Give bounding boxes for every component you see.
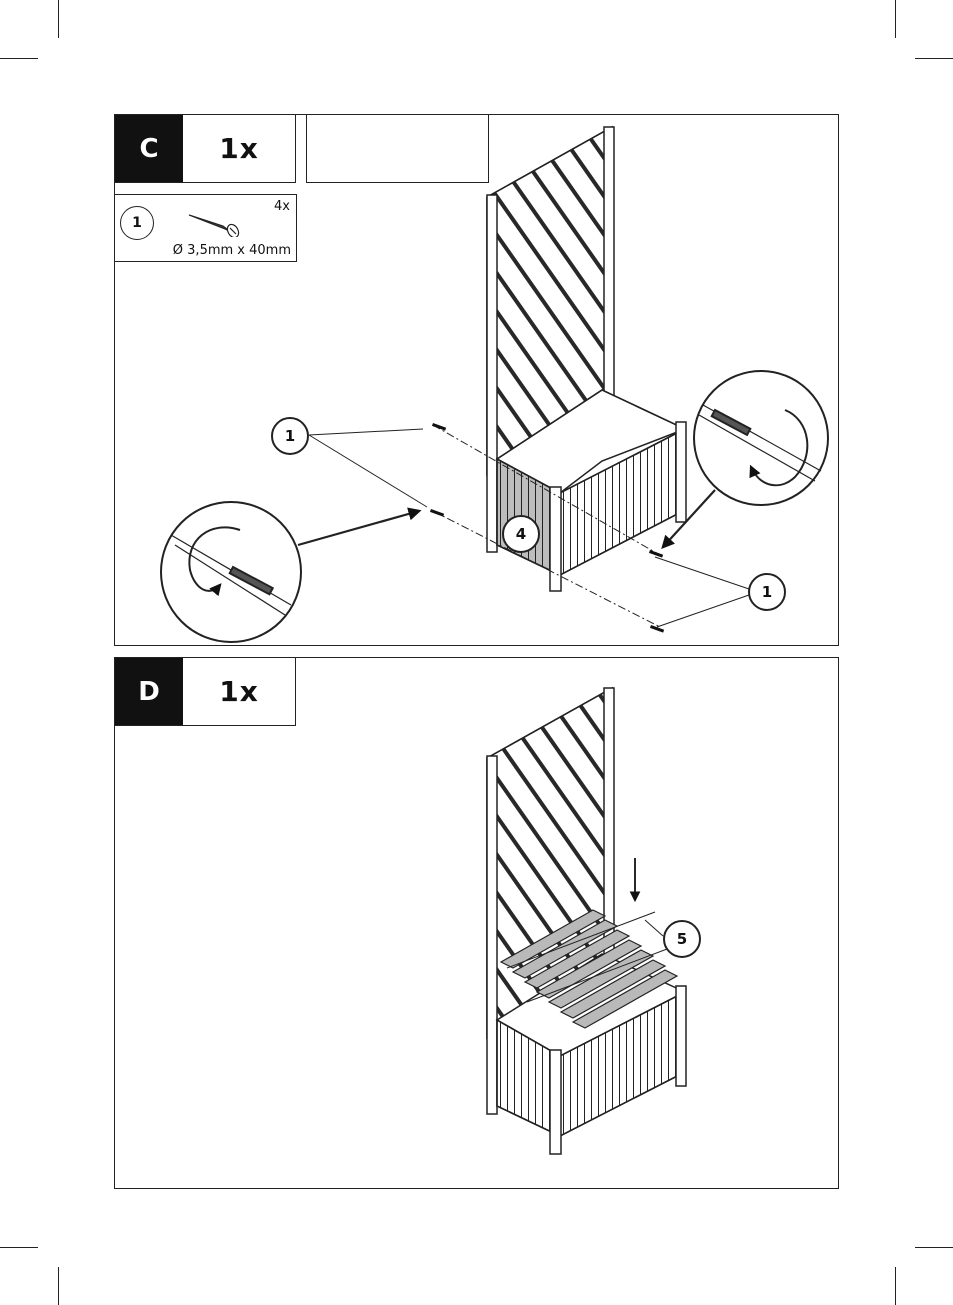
crop-mark <box>915 1247 953 1248</box>
part-quantity: 4x <box>274 199 290 214</box>
part-callout: 5 <box>663 920 701 958</box>
detail-magnifier-left <box>161 502 419 642</box>
crop-mark <box>895 1267 896 1305</box>
crop-mark <box>0 1247 38 1248</box>
step-d-drawing <box>115 658 840 1190</box>
step-d-header: D 1x <box>114 657 296 726</box>
screw-icon <box>185 209 245 237</box>
part-callout: 1 <box>271 417 309 455</box>
step-c-header: C 1x <box>114 114 296 183</box>
step-quantity: 1x <box>183 658 295 725</box>
detail-magnifier-right <box>663 371 828 547</box>
step-c-panel: C 1x 1 4x Ø 3,5mm x 40mm 1 1 4 <box>114 114 839 646</box>
tool-box <box>306 114 489 183</box>
step-quantity: 1x <box>183 115 295 182</box>
part-callout: 4 <box>502 515 540 553</box>
parts-box: 1 4x Ø 3,5mm x 40mm <box>114 194 297 262</box>
crop-mark <box>58 1267 59 1305</box>
crop-mark <box>58 0 59 38</box>
part-spec: Ø 3,5mm x 40mm <box>173 243 291 258</box>
part-number-callout: 1 <box>120 206 154 240</box>
crop-mark <box>895 0 896 38</box>
step-d-panel: D 1x 5 <box>114 657 839 1189</box>
part-callout: 1 <box>748 573 786 611</box>
crop-mark <box>0 58 38 59</box>
step-letter: D <box>115 658 183 725</box>
crop-mark <box>915 58 953 59</box>
step-letter: C <box>115 115 183 182</box>
